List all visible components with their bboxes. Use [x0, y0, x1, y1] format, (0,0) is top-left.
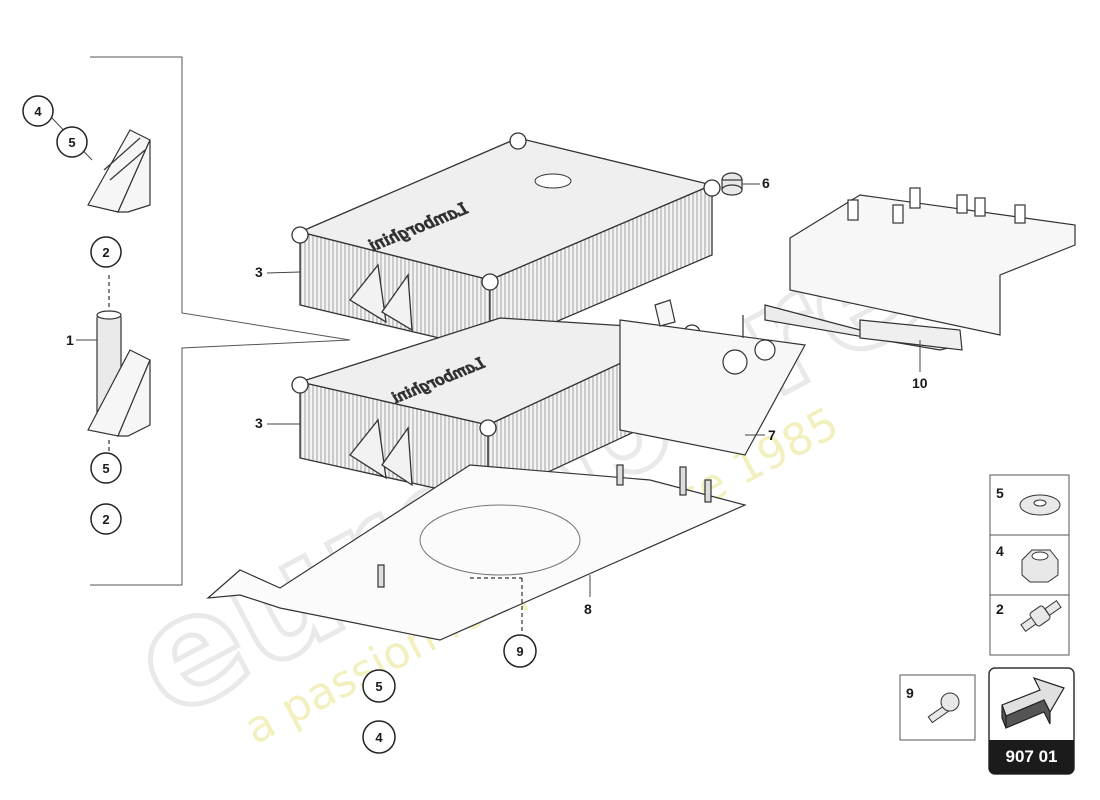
svg-text:5: 5	[68, 135, 75, 150]
bracket-7	[619, 299, 806, 456]
svg-text:2: 2	[102, 512, 109, 527]
left-detail-frame	[90, 56, 351, 586]
callout-5-lower: 5	[90, 452, 122, 484]
legend-item-bolt: 9	[906, 685, 960, 724]
bolt-icon	[927, 692, 960, 724]
svg-text:5: 5	[102, 461, 109, 476]
label-1: 1	[66, 332, 74, 348]
washer-icon	[1019, 494, 1061, 516]
rubber-mount-icon	[1020, 600, 1062, 632]
callout-4-bottom: 4	[362, 720, 396, 754]
main-labels: 3 3 6 7 8 10 9 5 4	[255, 175, 928, 754]
hex-nut-icon	[1021, 549, 1059, 583]
svg-text:4: 4	[375, 730, 383, 745]
legend-panel: 5 4 2 9	[899, 474, 1075, 775]
label-3-bottom: 3	[255, 415, 263, 431]
svg-text:5: 5	[996, 485, 1004, 501]
legend-item-washer: 5	[996, 485, 1061, 516]
callout-9: 9	[503, 634, 537, 668]
svg-text:9: 9	[516, 644, 523, 659]
callout-5-bottom: 5	[362, 669, 396, 703]
arrow-icon	[1001, 676, 1065, 729]
callout-2-upper: 2	[90, 236, 122, 268]
label-3-top: 3	[255, 264, 263, 280]
svg-text:9: 9	[906, 685, 914, 701]
legend-item-nut: 4	[996, 543, 1059, 583]
callout-4-top: 4	[22, 95, 54, 127]
cap-6	[721, 172, 743, 196]
label-6: 6	[762, 175, 770, 191]
svg-text:5: 5	[375, 679, 382, 694]
svg-text:4: 4	[34, 104, 42, 119]
left-callouts: 4 5 2 1 5 2	[22, 95, 122, 535]
left-exploded-parts	[87, 129, 151, 455]
svg-text:4: 4	[996, 543, 1004, 559]
label-10: 10	[912, 375, 928, 391]
label-7: 7	[768, 427, 776, 443]
label-8: 8	[584, 601, 592, 617]
legend-item-mount: 2	[996, 600, 1062, 632]
svg-text:2: 2	[102, 245, 109, 260]
svg-text:2: 2	[996, 601, 1004, 617]
diagram-code-badge: 907 01	[989, 740, 1074, 774]
callout-2-lower: 2	[90, 503, 122, 535]
lower-bracket	[87, 349, 151, 437]
ecu-upper: Lamborghini	[291, 132, 721, 351]
callout-5-top: 5	[56, 126, 88, 158]
relay-bracket-10	[764, 187, 1076, 351]
base-plate-8	[206, 464, 747, 641]
upper-bracket	[87, 129, 151, 213]
